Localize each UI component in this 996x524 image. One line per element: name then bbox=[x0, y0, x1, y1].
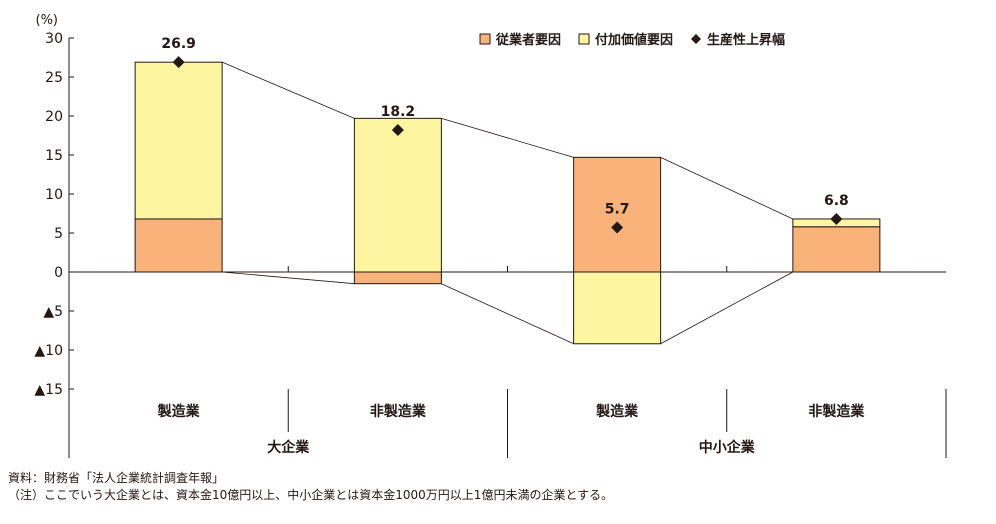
data-label: 18.2 bbox=[381, 104, 416, 120]
legend-label: 生産性上昇幅 bbox=[707, 32, 785, 48]
bar-segment bbox=[353, 271, 442, 285]
connector-line bbox=[441, 283, 574, 345]
legend-swatch bbox=[479, 33, 491, 45]
legend-swatch bbox=[578, 33, 590, 45]
group-label: 中小企業 bbox=[699, 439, 756, 456]
bar-segment bbox=[573, 156, 662, 273]
data-label: 5.7 bbox=[605, 202, 630, 218]
connector-lines-layer bbox=[221, 61, 794, 345]
category-label: 非製造業 bbox=[808, 403, 865, 420]
connector-line bbox=[222, 271, 355, 285]
y-tick-label: ▲5 bbox=[43, 304, 63, 320]
data-label: 26.9 bbox=[161, 36, 196, 52]
y-unit-label: (%) bbox=[36, 13, 59, 28]
bar-segment bbox=[792, 226, 881, 273]
legend: 従業者要因 付加価値要因 生産性上昇幅 bbox=[479, 32, 785, 48]
connector-line bbox=[441, 117, 574, 158]
bar-segment bbox=[134, 61, 223, 220]
connector-line bbox=[660, 156, 794, 220]
productivity-marker bbox=[830, 212, 843, 225]
y-tick-label: 25 bbox=[45, 70, 63, 86]
bars-layer bbox=[134, 61, 881, 345]
legend-marker bbox=[691, 34, 701, 44]
bar-segment bbox=[573, 271, 662, 345]
productivity-marker bbox=[172, 56, 185, 69]
productivity-marker bbox=[391, 124, 404, 137]
category-label: 製造業 bbox=[157, 403, 201, 420]
productivity-marker bbox=[611, 221, 624, 234]
connector-line bbox=[221, 61, 355, 119]
definition-note: （注）ここでいう大企業とは、資本金10億円以上、中小企業とは資本金1000万円以… bbox=[8, 488, 614, 502]
y-tick-label: ▲15 bbox=[34, 382, 63, 398]
legend-label: 付加価値要因 bbox=[595, 32, 673, 48]
stacked-bar-chart: 30 25 20 15 10 5 0 ▲5 ▲10 ▲15 (%) 製造業 非製造業 製造業 非製造業大企業… bbox=[34, 13, 947, 458]
y-tick-label: ▲10 bbox=[34, 343, 63, 359]
category-label: 非製造業 bbox=[370, 403, 427, 420]
source-note: 資料：財務省「法人企業統計調査年報」 bbox=[8, 471, 225, 485]
bar-segment bbox=[353, 117, 442, 273]
y-tick-label: 0 bbox=[54, 265, 63, 281]
category-label: 製造業 bbox=[595, 403, 639, 420]
footnotes: 資料：財務省「法人企業統計調査年報」 （注）ここでいう大企業とは、資本金10億円… bbox=[8, 470, 613, 504]
y-tick-label: 5 bbox=[54, 226, 63, 242]
data-label: 6.8 bbox=[824, 193, 849, 209]
markers-layer bbox=[172, 56, 843, 234]
y-tick-label: 10 bbox=[45, 187, 63, 203]
y-tick-label: 15 bbox=[45, 148, 63, 164]
y-tick-label: 20 bbox=[45, 109, 63, 125]
legend-label: 従業者要因 bbox=[495, 32, 561, 48]
y-tick-label: 30 bbox=[45, 31, 63, 47]
connector-line bbox=[660, 271, 794, 345]
bar-segment bbox=[134, 218, 223, 273]
labels-layer: 30 25 20 15 10 5 0 ▲5 ▲10 ▲15 (%) 製造業 非製造業 製造業 非製造業大企業… bbox=[34, 13, 865, 456]
group-label: 大企業 bbox=[267, 439, 310, 456]
